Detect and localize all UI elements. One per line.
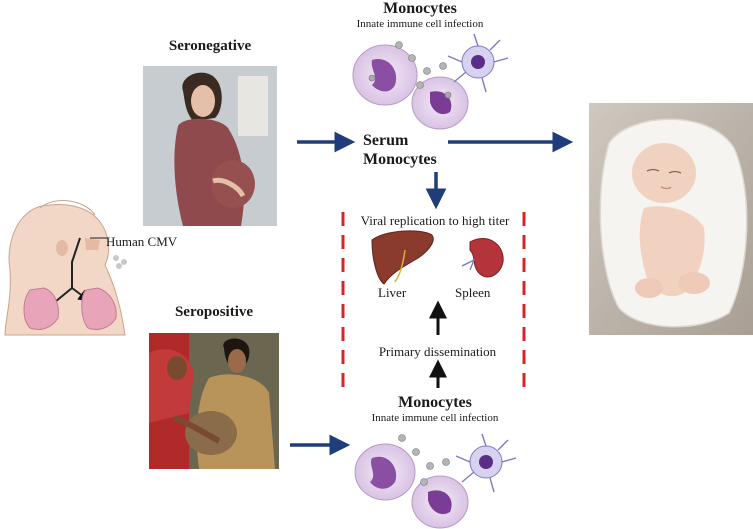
primary-dissemination-label: Primary dissemination <box>378 344 497 359</box>
monocytes-bottom-title: Monocytes <box>398 394 472 411</box>
monocytes-top-title: Monocytes <box>383 0 457 17</box>
newborn-baby-photo <box>589 103 753 335</box>
viral-replication-label: Viral replication to high titer <box>360 213 510 228</box>
seropositive-label: Seropositive <box>174 304 254 320</box>
liver-icon <box>371 230 434 285</box>
monocytes-bottom-cells <box>354 433 517 529</box>
serum-label-line1: Serum <box>363 132 409 149</box>
serum-label-line2: Monocytes <box>363 151 437 168</box>
seronegative-pregnant-woman-photo <box>143 66 277 226</box>
infant-respiratory-illustration <box>4 200 127 336</box>
seronegative-label: Seronegative <box>168 38 252 54</box>
human-cmv-label: Human CMV <box>106 234 178 249</box>
liver-label: Liver <box>378 285 407 300</box>
monocytes-top-subtitle: Innate immune cell infection <box>356 18 484 30</box>
monocytes-top-cells <box>352 33 509 130</box>
spleen-icon <box>461 238 504 278</box>
spleen-label: Spleen <box>455 285 491 300</box>
monocytes-bottom-subtitle: Innate immune cell infection <box>371 412 499 424</box>
seropositive-pregnant-woman-photo <box>149 333 279 469</box>
